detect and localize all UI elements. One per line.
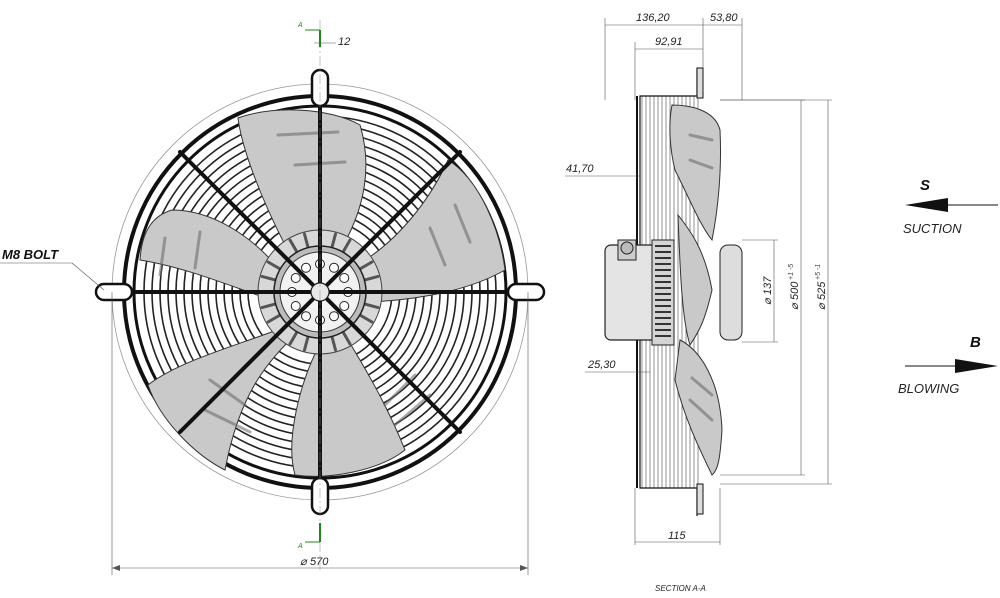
- dia-symbol-525: ⌀: [816, 302, 828, 310]
- side-view: 136,20 53,80 92,91 41,70 25,30 115: [565, 12, 832, 593]
- dim-25-text: 25,30: [587, 359, 616, 371]
- suction-arrow: [905, 198, 948, 212]
- section-mark-bottom: A: [297, 523, 321, 550]
- dim-25: 25,30: [585, 359, 650, 373]
- side-motor: [604, 239, 743, 346]
- dim-136-text: 136,20: [636, 12, 671, 24]
- blowing-arrow: [955, 359, 998, 373]
- side-top-dims: 136,20 53,80 92,91: [604, 12, 743, 100]
- blade-top: [237, 109, 367, 246]
- dim-41: 41,70: [565, 163, 640, 177]
- blowing-letter: B: [970, 334, 981, 351]
- dim-115-text: 115: [668, 530, 686, 542]
- airflow-legend: S SUCTION B BLOWING: [898, 177, 998, 396]
- tol-500-text: +1 -5: [788, 264, 795, 280]
- section-label-bottom: A: [297, 543, 303, 550]
- blade-bottom-left: [147, 324, 296, 471]
- blowing-label: BLOWING: [898, 381, 959, 396]
- dia-symbol-137: ⌀: [762, 297, 774, 305]
- dia-137-text: 137: [762, 276, 774, 295]
- dim-12-text: 12: [338, 36, 350, 48]
- blade-left: [139, 209, 279, 301]
- dim-570: ⌀ 570: [111, 292, 529, 575]
- dia-dims: ⌀ 137 ⌀ 500 +1 -5 ⌀ 525 +5 -1: [720, 99, 832, 485]
- side-blade-top: [669, 104, 722, 242]
- suction-label: SUCTION: [903, 221, 962, 236]
- dim-12: 12: [314, 36, 350, 48]
- fan-blades: [139, 109, 506, 477]
- section-mark-top: A: [297, 22, 321, 47]
- bolt-callout: M8 BOLT: [0, 247, 105, 291]
- dia-525-text: 525: [816, 281, 828, 300]
- tol-525-text: +5 -1: [815, 264, 822, 280]
- blade-right: [361, 159, 506, 303]
- section-caption: SECTION A-A: [655, 584, 706, 593]
- dim-41-text: 41,70: [566, 163, 594, 175]
- suction-letter: S: [920, 177, 930, 194]
- dim-53-text: 53,80: [710, 12, 738, 24]
- dia-500-text: 500: [789, 281, 801, 300]
- section-label-top: A: [297, 22, 303, 29]
- dia-symbol-500: ⌀: [789, 302, 801, 310]
- dim-570-text: 570: [310, 556, 329, 568]
- blade-bottom-right: [291, 334, 406, 477]
- dim-115: 115: [634, 488, 721, 545]
- side-blade-mid: [677, 213, 713, 347]
- bolt-label: M8 BOLT: [2, 247, 59, 262]
- front-view: A A 12 ⌀ 570 M8 BOLT: [0, 20, 546, 575]
- dim-92-text: 92,91: [655, 36, 683, 48]
- dia-symbol-570: ⌀: [300, 556, 308, 568]
